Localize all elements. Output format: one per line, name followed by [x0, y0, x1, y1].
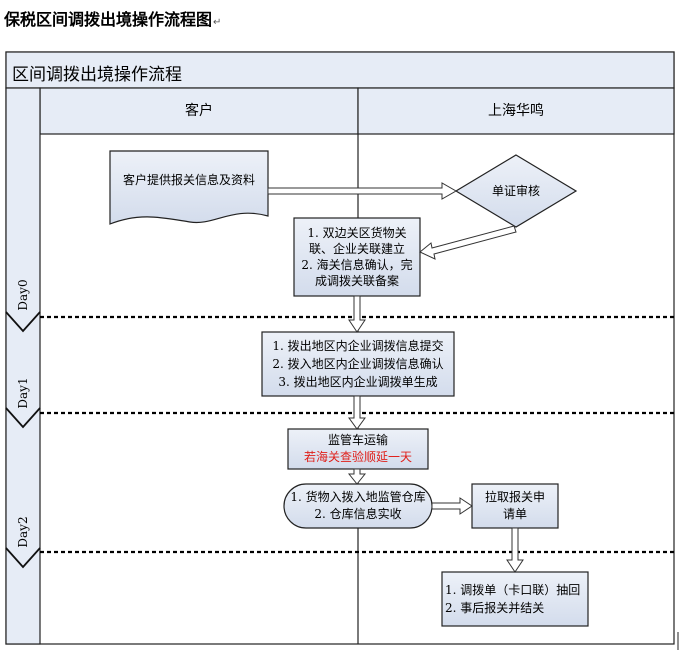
arrow-doc-to-review	[267, 182, 458, 200]
lane-header-huaming	[357, 87, 675, 135]
arrow-declaration-to-closing	[506, 527, 524, 573]
node-transfer-info-shape	[261, 331, 455, 397]
node-link-setup-shape	[293, 217, 421, 297]
day-chevron-2	[5, 547, 41, 569]
link-setup-line-3: 2. 海关信息确认，完	[301, 258, 413, 272]
closing-line-2: 2. 事后报关并结关	[445, 601, 545, 615]
node-declaration: 拉取报关申 请单	[472, 484, 558, 528]
day-column	[5, 87, 41, 645]
node-transport-shape	[287, 428, 429, 470]
closing-line-1: 1. 调拨单（卡口联）抽回	[445, 583, 581, 597]
warehouse-line-2: 2. 仓库信息实收	[314, 507, 402, 521]
transfer-info-line-2: 2. 拨入地区内企业调拨信息确认	[272, 357, 444, 371]
declaration-line-2: 请单	[502, 507, 527, 521]
diagram-title-bar	[5, 51, 675, 89]
day-label-1: Day1	[16, 377, 30, 409]
arrow-transport-to-warehouse	[347, 468, 367, 485]
arrow-link-to-transfer	[348, 295, 366, 333]
node-review: 单证审核	[491, 184, 540, 198]
diagram-title: 区间调拨出境操作流程	[12, 65, 182, 85]
node-customer-doc-shape	[109, 150, 269, 225]
link-setup-line-2: 联、企业关联建立	[308, 242, 405, 256]
link-setup-line-1: 1. 双边关区货物关	[307, 226, 407, 240]
declaration-line-1: 拉取报关申	[484, 490, 545, 504]
transfer-info-line-1: 1. 拨出地区内企业调拨信息提交	[272, 339, 444, 353]
day-label-0: Day0	[16, 279, 30, 311]
day-chevron-0	[5, 311, 41, 333]
link-setup-line-4: 成调拨关联备案	[314, 274, 399, 288]
node-customer-doc: 客户提供报关信息及资料	[122, 173, 255, 187]
node-warehouse: 1. 货物入拨入地监管仓库 2. 仓库信息实收	[284, 484, 432, 528]
transport-label: 监管车运输	[327, 433, 388, 447]
node-closing: 1. 调拨单（卡口联）抽回 2. 事后报关并结关	[442, 572, 588, 626]
return-mark-icon: ↵	[213, 17, 222, 28]
node-transfer-info: 1. 拨出地区内企业调拨信息提交 2. 拨入地区内企业调拨信息确认 3. 拨出地…	[262, 332, 454, 396]
transport-note: 若海关查验顺延一天	[303, 450, 412, 464]
transfer-info-line-3: 3. 拨出地区内企业调拨单生成	[278, 375, 438, 389]
node-link-setup: 1. 双边关区货物关 联、企业关联建立 2. 海关信息确认，完 成调拨关联备案	[294, 218, 420, 296]
day-label-2: Day2	[16, 516, 30, 548]
day-chevron-1	[5, 407, 41, 429]
arrow-transfer-to-transport	[348, 395, 366, 430]
lane-label-huaming: 上海华鸣	[488, 103, 544, 119]
lane-label-customer: 客户	[185, 103, 213, 119]
arrow-warehouse-to-declaration	[431, 497, 473, 515]
arrow-review-to-link	[419, 225, 517, 260]
node-transport: 监管车运输 若海关查验顺延一天	[288, 429, 428, 469]
warehouse-line-1: 1. 货物入拨入地监管仓库	[290, 490, 426, 504]
node-review-shape	[454, 154, 578, 228]
document-title: 保税区间调拨出境操作流程图↵	[4, 10, 222, 29]
